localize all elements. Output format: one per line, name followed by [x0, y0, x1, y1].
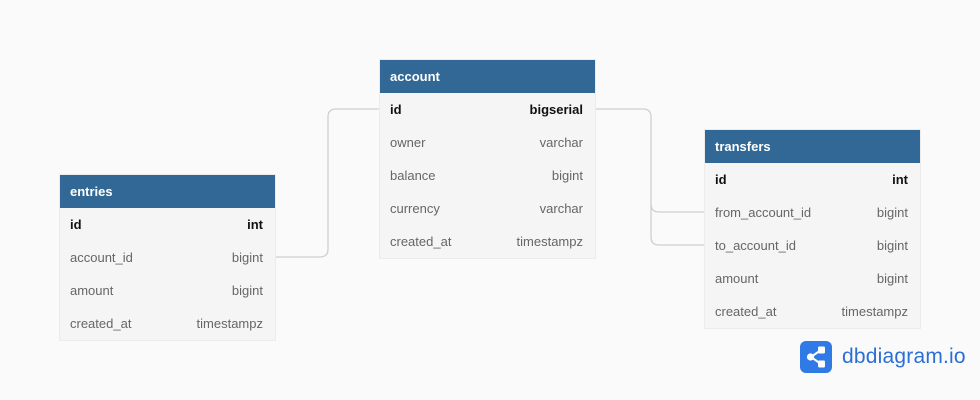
field-type: timestampz — [196, 316, 263, 331]
field-type: bigint — [551, 168, 583, 183]
field-name: from_account_id — [715, 205, 812, 220]
field-type: bigint — [876, 238, 908, 253]
field-name: owner — [390, 135, 426, 150]
field-row[interactable]: from_account_id bigint — [705, 196, 920, 229]
table-header[interactable]: account — [380, 60, 595, 93]
field-name: created_at — [70, 316, 132, 331]
field-name: amount — [70, 283, 114, 298]
field-type: bigint — [876, 271, 908, 286]
field-type: int — [892, 172, 908, 187]
field-name: created_at — [715, 304, 777, 319]
table-header[interactable]: entries — [60, 175, 275, 208]
field-row[interactable]: id int — [705, 163, 920, 196]
field-row[interactable]: amount bigint — [60, 274, 275, 307]
field-row[interactable]: account_id bigint — [60, 241, 275, 274]
field-row[interactable]: id int — [60, 208, 275, 241]
field-name: account_id — [70, 250, 133, 265]
field-row[interactable]: amount bigint — [705, 262, 920, 295]
field-name: id — [70, 217, 82, 232]
table-transfers[interactable]: transfers id int from_account_id bigint … — [705, 130, 920, 328]
field-name: to_account_id — [715, 238, 796, 253]
table-entries[interactable]: entries id int account_id bigint amount … — [60, 175, 275, 340]
share-nodes-icon — [800, 341, 832, 373]
field-row[interactable]: owner varchar — [380, 126, 595, 159]
field-row[interactable]: created_at timestampz — [60, 307, 275, 340]
field-type: bigserial — [529, 102, 583, 117]
field-name: created_at — [390, 234, 452, 249]
field-name: currency — [390, 201, 440, 216]
field-type: timestampz — [841, 304, 908, 319]
field-type: varchar — [539, 135, 583, 150]
field-type: bigint — [876, 205, 908, 220]
logo-text: dbdiagram.io — [842, 345, 966, 368]
connector-entries-account — [275, 108, 380, 258]
field-row[interactable]: created_at timestampz — [380, 225, 595, 258]
field-type: varchar — [539, 201, 583, 216]
field-type: bigint — [231, 250, 263, 265]
connector-account-transfers-from — [595, 108, 705, 213]
field-name: balance — [390, 168, 436, 183]
field-type: bigint — [231, 283, 263, 298]
connector-account-transfers-to — [650, 204, 705, 246]
field-row[interactable]: to_account_id bigint — [705, 229, 920, 262]
field-row[interactable]: balance bigint — [380, 159, 595, 192]
table-header[interactable]: transfers — [705, 130, 920, 163]
dbdiagram-logo[interactable]: dbdiagram.io — [800, 341, 966, 373]
field-name: id — [715, 172, 727, 187]
field-row[interactable]: currency varchar — [380, 192, 595, 225]
field-type: timestampz — [516, 234, 583, 249]
field-name: id — [390, 102, 402, 117]
field-row[interactable]: id bigserial — [380, 93, 595, 126]
field-name: amount — [715, 271, 759, 286]
field-type: int — [247, 217, 263, 232]
table-account[interactable]: account id bigserial owner varchar balan… — [380, 60, 595, 258]
field-row[interactable]: created_at timestampz — [705, 295, 920, 328]
